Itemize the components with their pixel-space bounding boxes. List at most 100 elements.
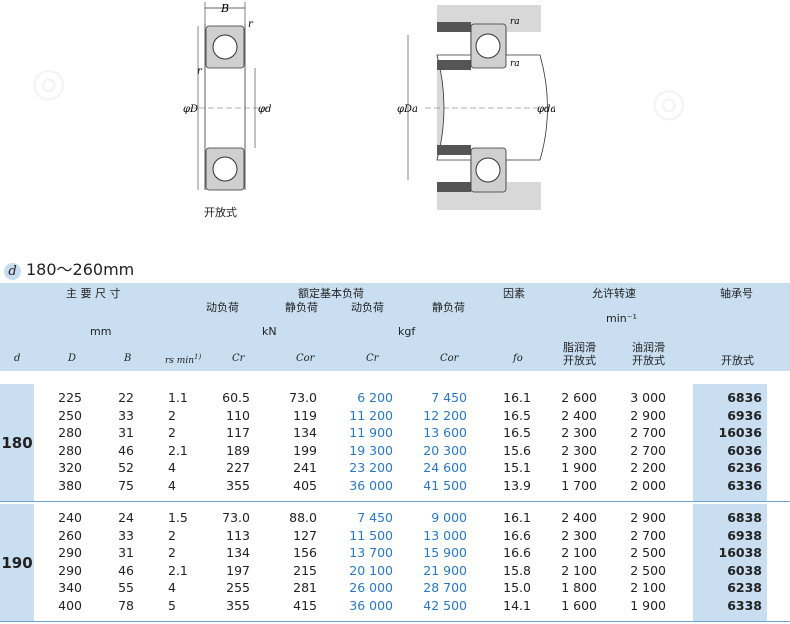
label-phida: φda bbox=[537, 104, 555, 115]
bearing-no-column-bg bbox=[693, 504, 767, 622]
col-Cor-kN: 88.0 bbox=[289, 510, 317, 525]
col-B: 24 bbox=[118, 510, 134, 525]
col-grease-speed: 1 900 bbox=[561, 460, 597, 475]
col-Cor-kN: 134 bbox=[293, 425, 317, 440]
col-bearing-no: 6838 bbox=[727, 510, 762, 525]
col-Cor-kN: 281 bbox=[293, 580, 317, 595]
col-grease-speed: 2 400 bbox=[561, 407, 597, 423]
label-r-top: r bbox=[248, 19, 254, 30]
col-Cr-kgf: 19 300 bbox=[349, 442, 393, 458]
col-B: 31 bbox=[118, 425, 134, 440]
col-Cr-kgf: 23 200 bbox=[349, 460, 393, 475]
col-oil-speed: 2 900 bbox=[630, 510, 666, 525]
col-Cr-kN: 197 bbox=[226, 562, 250, 578]
col-B: 31 bbox=[118, 545, 134, 560]
col-Cor-kN: 215 bbox=[293, 562, 317, 578]
hdr-static-load: 静负荷 bbox=[285, 301, 318, 314]
col-oil-speed: 3 000 bbox=[630, 390, 666, 405]
col-fo: 15.0 bbox=[503, 580, 531, 595]
label-B: B bbox=[220, 2, 229, 15]
col-Cr-kN: 134 bbox=[226, 545, 250, 560]
col-Cr-kgf: 13 700 bbox=[349, 545, 393, 560]
col-D: 290 bbox=[58, 545, 82, 560]
hdr-allowed-speed: 允许转速 bbox=[592, 287, 636, 300]
col-B: 22 bbox=[118, 390, 134, 405]
col-bearing-no: 6036 bbox=[727, 442, 762, 458]
col-fo: 15.8 bbox=[503, 562, 531, 578]
hdr-grease-open: 开放式 bbox=[563, 354, 596, 367]
col-oil-speed: 2 900 bbox=[630, 407, 666, 423]
group-separator bbox=[0, 501, 790, 502]
col-bearing-no: 6038 bbox=[727, 562, 762, 578]
col-rs: 2 bbox=[168, 545, 176, 560]
col-Cr-kgf: 11 200 bbox=[349, 407, 393, 423]
col-Cor-kgf: 42 500 bbox=[423, 597, 467, 613]
col-Cor-kgf: 9 000 bbox=[431, 510, 467, 525]
col-Cr-kgf: 7 450 bbox=[357, 510, 393, 525]
col-rs: 2.1 bbox=[168, 442, 188, 458]
col-grease-speed: 2 300 bbox=[561, 425, 597, 440]
col-Cr-kgf: 11 900 bbox=[349, 425, 393, 440]
col-rs: 2 bbox=[168, 527, 176, 543]
col-oil-speed: 2 200 bbox=[630, 460, 666, 475]
col-Cr-kN: 113 bbox=[226, 527, 250, 543]
col-Cor-kN: 415 bbox=[293, 597, 317, 613]
col-grease-speed: 1 600 bbox=[561, 597, 597, 613]
col-rs: 4 bbox=[168, 460, 176, 475]
hdr-col-rs: rs min1) bbox=[165, 353, 202, 366]
col-D: 280 bbox=[58, 425, 82, 440]
col-fo: 16.5 bbox=[503, 425, 531, 440]
hdr-col-fo: fo bbox=[513, 353, 523, 364]
col-B: 33 bbox=[118, 527, 134, 543]
bearing-no-column-bg bbox=[693, 384, 767, 502]
col-Cr-kN: 60.5 bbox=[222, 390, 250, 405]
col-Cr-kgf: 20 100 bbox=[349, 562, 393, 578]
hdr-main-dims: 主 要 尺 寸 bbox=[66, 287, 121, 300]
col-B: 46 bbox=[118, 442, 134, 458]
hdr-unit-kgf: kgf bbox=[398, 325, 416, 338]
col-D: 380 bbox=[58, 477, 82, 493]
col-rs: 2.1 bbox=[168, 562, 188, 578]
d-mark: d bbox=[4, 263, 21, 280]
col-bearing-no: 16038 bbox=[718, 545, 763, 560]
col-oil-speed: 2 000 bbox=[630, 477, 666, 493]
col-rs: 4 bbox=[168, 477, 176, 493]
col-grease-speed: 2 100 bbox=[561, 562, 597, 578]
hdr-unit-min: min⁻¹ bbox=[606, 312, 637, 325]
watermark: ◎ bbox=[640, 74, 695, 132]
col-oil-speed: 2 700 bbox=[630, 527, 666, 543]
col-D: 400 bbox=[58, 597, 82, 613]
col-B: 75 bbox=[118, 477, 134, 493]
bearing-open-diagram: B r r φD φd bbox=[183, 2, 271, 191]
col-Cr-kN: 355 bbox=[226, 477, 250, 493]
section-range: 180～260mm bbox=[26, 260, 135, 279]
header-spacer bbox=[0, 371, 790, 384]
col-bearing-no: 6238 bbox=[727, 580, 762, 595]
hdr-unit-mm: mm bbox=[90, 325, 112, 338]
col-B: 46 bbox=[118, 562, 134, 578]
label-r-left: r bbox=[197, 66, 203, 77]
col-grease-speed: 2 300 bbox=[561, 527, 597, 543]
col-grease-speed: 2 100 bbox=[561, 545, 597, 560]
bore-diameter: 190 bbox=[0, 504, 34, 622]
col-fo: 13.9 bbox=[503, 477, 531, 493]
col-D: 225 bbox=[58, 390, 82, 405]
col-rs: 2 bbox=[168, 407, 176, 423]
label-ra-inner: ra bbox=[510, 59, 520, 69]
col-grease-speed: 2 300 bbox=[561, 442, 597, 458]
group-separator bbox=[0, 621, 790, 622]
col-fo: 16.5 bbox=[503, 407, 531, 423]
col-Cor-kgf: 13 600 bbox=[423, 425, 467, 440]
col-Cor-kgf: 7 450 bbox=[431, 390, 467, 405]
col-fo: 15.6 bbox=[503, 442, 531, 458]
col-B: 52 bbox=[118, 460, 134, 475]
hdr-dynamic-load-kgf: 动负荷 bbox=[351, 301, 384, 314]
col-rs: 2 bbox=[168, 425, 176, 440]
col-D: 260 bbox=[58, 527, 82, 543]
